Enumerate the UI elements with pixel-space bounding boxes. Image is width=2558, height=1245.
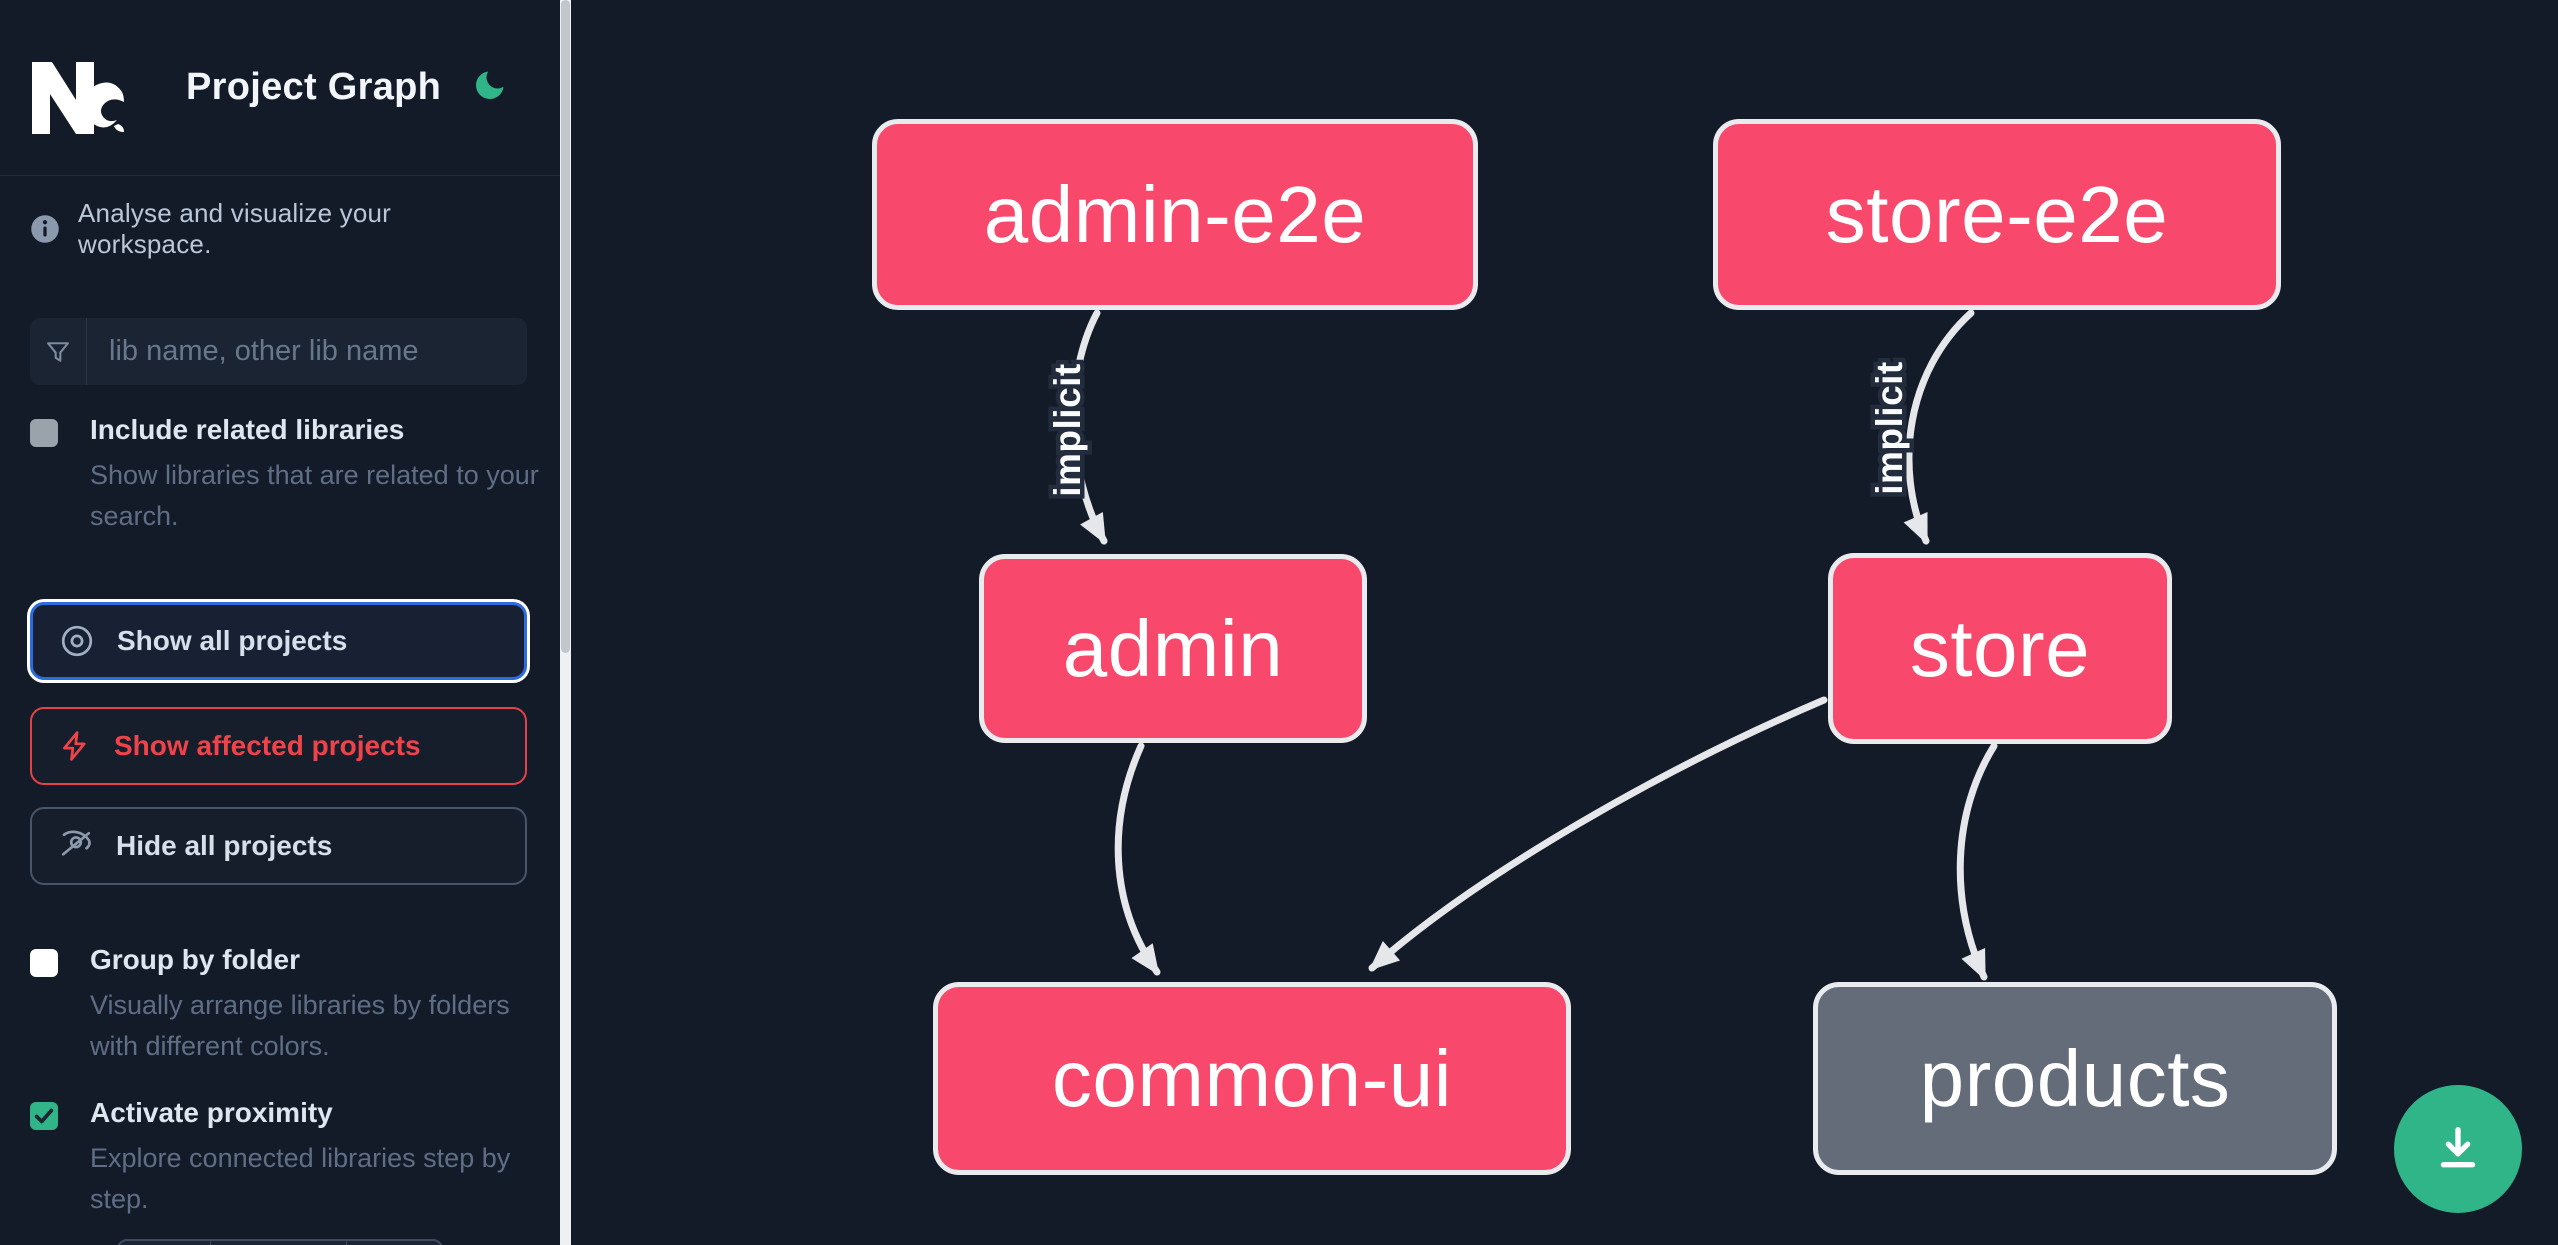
toggle-activate-proximity: Activate proximity Explore connected lib… xyxy=(30,1097,510,1220)
button-label: Hide all projects xyxy=(116,830,333,861)
nx-logo xyxy=(32,62,124,134)
toggle-description: Explore connected libraries step by step… xyxy=(90,1143,511,1214)
sidebar-header: Project Graph xyxy=(0,0,560,176)
toggle-description: Show libraries that are related to your … xyxy=(90,460,539,531)
check-icon xyxy=(34,1108,54,1124)
sidebar-scrollbar-track[interactable] xyxy=(560,0,571,1245)
edge-store-products xyxy=(1956,742,1998,981)
eye-icon xyxy=(61,625,93,657)
moon-icon xyxy=(475,71,504,99)
funnel-icon xyxy=(47,341,69,362)
stepper-increment[interactable] xyxy=(347,1241,441,1245)
edge-label-implicit: implicit xyxy=(1869,361,1910,495)
project-node-products[interactable]: products xyxy=(1813,982,2337,1175)
download-icon xyxy=(2440,1127,2476,1168)
toggle-include-related: Include related libraries Show libraries… xyxy=(30,414,539,537)
toggle-label: Group by folder xyxy=(90,944,300,975)
button-label: Show affected projects xyxy=(114,730,421,761)
project-node-store[interactable]: store xyxy=(1828,553,2172,744)
stepper-value xyxy=(211,1241,348,1245)
sidebar-scrollbar-thumb[interactable] xyxy=(561,0,570,653)
edge-admin-common-ui xyxy=(1114,742,1161,976)
eye-off-icon xyxy=(61,830,91,856)
edge-admin-e2e-admin xyxy=(1070,309,1108,545)
show-all-projects-button[interactable]: Show all projects xyxy=(30,602,527,680)
stepper-decrement[interactable] xyxy=(119,1241,211,1245)
activate-proximity-checkbox[interactable] xyxy=(30,1102,58,1130)
toggle-description: Visually arrange libraries by folders wi… xyxy=(90,990,510,1061)
edge-store-common-ui xyxy=(1368,696,1828,972)
workspace-tagline-row: Analyse and visualize your workspace. xyxy=(30,198,530,260)
theme-toggle-button[interactable] xyxy=(462,60,518,112)
bolt-icon xyxy=(63,731,86,761)
hide-all-projects-button[interactable]: Hide all projects xyxy=(30,807,527,885)
toggle-label: Activate proximity xyxy=(90,1097,333,1128)
button-label: Show all projects xyxy=(117,625,348,656)
library-filter-box xyxy=(30,318,527,385)
proximity-stepper-partial[interactable] xyxy=(117,1239,443,1245)
edge-label-implicit: implicit xyxy=(1047,363,1088,497)
project-node-store-e2e[interactable]: store-e2e xyxy=(1713,119,2281,310)
project-node-admin[interactable]: admin xyxy=(979,554,1367,743)
workspace-tagline: Analyse and visualize your workspace. xyxy=(78,198,392,259)
toggle-label: Include related libraries xyxy=(90,414,405,445)
download-graph-button[interactable] xyxy=(2394,1085,2522,1213)
project-node-admin-e2e[interactable]: admin-e2e xyxy=(872,119,1478,310)
project-node-common-ui[interactable]: common-ui xyxy=(933,982,1571,1175)
group-by-folder-checkbox[interactable] xyxy=(30,949,58,977)
search-input[interactable] xyxy=(87,318,527,385)
include-related-checkbox[interactable] xyxy=(30,419,58,447)
sidebar: Project Graph Analyse and visualize your… xyxy=(0,0,571,1245)
show-affected-projects-button[interactable]: Show affected projects xyxy=(30,707,527,785)
toggle-group-by-folder: Group by folder Visually arrange librari… xyxy=(30,944,510,1067)
edge-store-e2e-store xyxy=(1903,309,1975,545)
funnel-icon-cell xyxy=(30,318,87,385)
page-title: Project Graph xyxy=(186,66,442,108)
info-icon xyxy=(31,215,59,243)
